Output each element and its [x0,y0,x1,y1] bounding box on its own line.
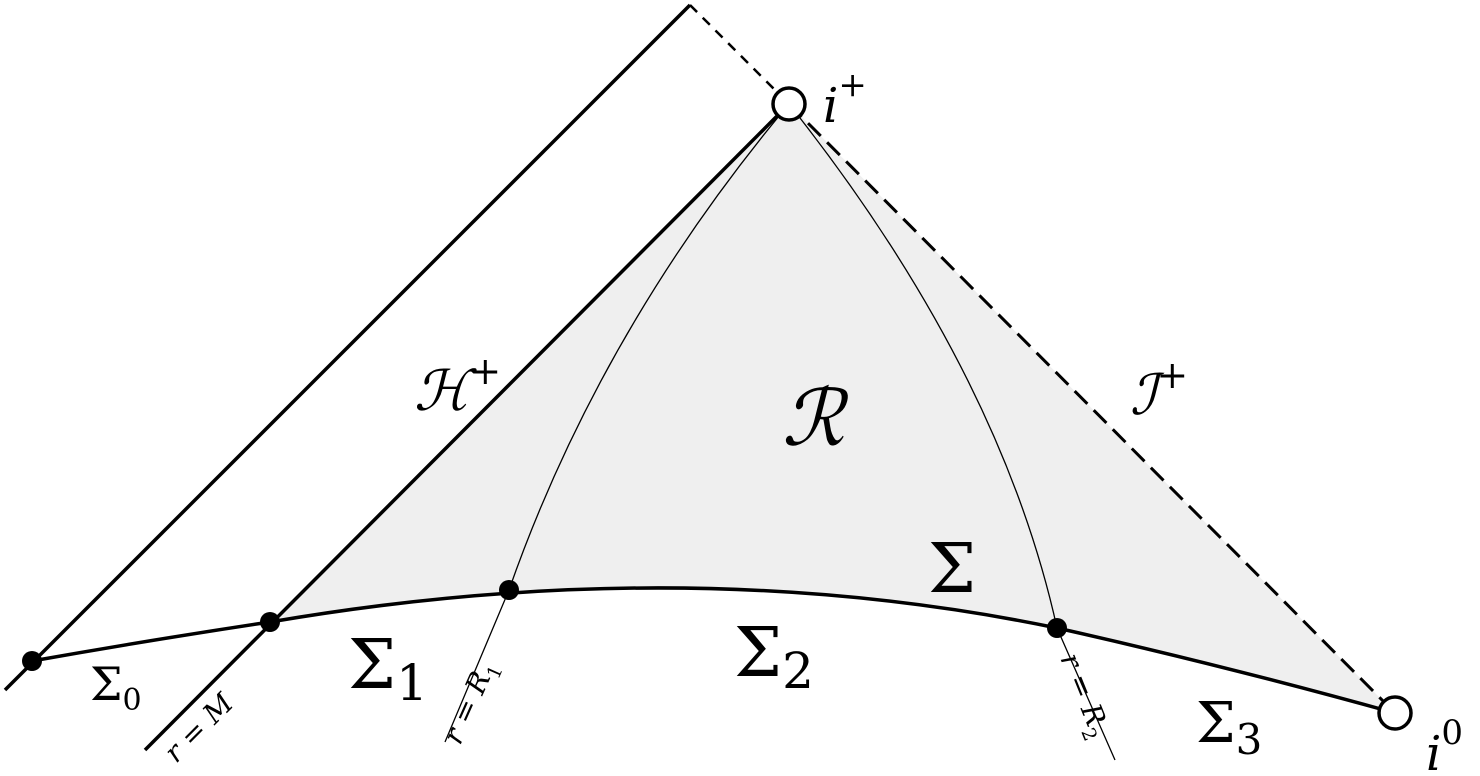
label-h-plus: ℋ+ [414,349,501,424]
point-i-plus [771,86,807,122]
point-sigma0-end [22,651,42,671]
label-region-r: ℛ [782,374,849,464]
label-sigma2: Σ2 [734,614,814,700]
region-r-fill [270,104,1395,713]
outer-null-line [3,3,692,692]
label-i-zero: i0 [1426,713,1463,776]
r-r1-curve [444,103,790,743]
label-r-m: r = M [158,686,241,769]
point-horizon-sigma [260,612,280,632]
point-i-zero [1377,695,1413,731]
label-r-r2: r = R2 [1048,648,1117,744]
label-scri-plus: ℐ+ [1130,353,1188,428]
sigma-curve [31,586,1396,715]
point-r2-sigma [1047,618,1067,638]
point-r1-sigma [499,580,519,600]
scri-plus-line [787,102,1397,715]
label-sigma0: Σ0 [90,657,142,718]
label-i-plus: i+ [823,65,867,134]
label-sigma1: Σ1 [348,626,428,712]
label-r-r1: r = R1 [436,655,507,751]
r-r2-curve [788,103,1116,761]
label-sigma3: Σ3 [1196,691,1262,764]
horizon-h-plus-line [143,102,791,752]
label-sigma: Σ [928,530,976,609]
dashed-extension [689,4,790,105]
